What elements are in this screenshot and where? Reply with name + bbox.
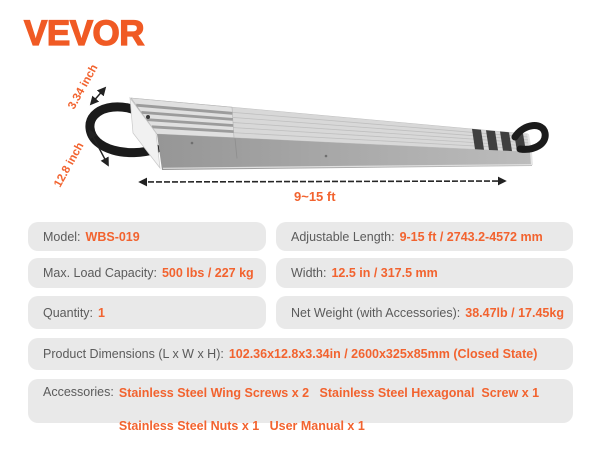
rivet — [324, 154, 328, 158]
spec-label: Quantity: — [43, 305, 94, 320]
brand-logo: VEVOR — [23, 13, 145, 53]
width-dimension-label: 12.8 inch — [52, 141, 86, 190]
length-dimension-label: 9~15 ft — [294, 189, 336, 204]
spec-label: Net Weight (with Accessories): — [291, 305, 461, 320]
spec-value: 12.5 in / 317.5 mm — [331, 266, 438, 280]
spec-value: WBS-019 — [85, 229, 140, 244]
spec-value: 102.36x12.8x3.34in / 2600x325x85mm (Clos… — [228, 347, 538, 361]
sleeve-seam — [234, 138, 238, 159]
spec-label: Model: — [43, 229, 81, 244]
spec-value: 1 — [98, 305, 105, 320]
spec-accessories: Accessories: Stainless Steel Wing Screws… — [28, 379, 573, 433]
spec-adjustable-length: Adjustable Length: 9-15 ft / 2743.2-4572… — [276, 222, 573, 251]
spec-label: Product Dimensions (L x W x H): — [43, 347, 224, 361]
spec-product-dimensions: Product Dimensions (L x W x H): 102.36x1… — [28, 338, 573, 370]
spec-value: 38.47lb / 17.45kg — [465, 305, 564, 320]
height-dimension-label: 3.34 inch — [66, 63, 100, 112]
spec-net-weight: Net Weight (with Accessories): 38.47lb /… — [276, 296, 573, 329]
right-strap — [511, 122, 549, 153]
spec-max-load-capacity: Max. Load Capacity: 500 lbs / 227 kg — [28, 258, 266, 288]
product-illustration: 3.34 inch 12.8 inch 9~15 ft — [52, 63, 549, 204]
spec-label: Accessories: — [43, 385, 114, 399]
plank-front-face — [157, 134, 532, 170]
spec-model: Model: WBS-019 — [28, 222, 266, 251]
spec-value: 9-15 ft / 2743.2-4572 mm — [399, 229, 543, 244]
spec-label: Width: — [291, 266, 327, 280]
sleeve-channels — [136, 103, 234, 133]
spec-value: Stainless Steel Wing Screws x 2 Stainles… — [119, 385, 539, 435]
spec-label: Adjustable Length: — [291, 229, 395, 244]
spec-quantity: Quantity: 1 — [28, 296, 266, 329]
strap-rivet — [146, 115, 150, 119]
spec-value: 500 lbs / 227 kg — [161, 266, 254, 280]
accessories-line-2: Stainless Steel Nuts x 1 User Manual x 1 — [118, 419, 365, 433]
height-dimension-arrow — [89, 86, 107, 106]
length-dimension-arrow — [138, 176, 507, 187]
width-dimension-arrow — [89, 129, 109, 167]
spec-width: Width: 12.5 in / 317.5 mm — [276, 258, 573, 288]
front-face-lip — [162, 164, 532, 169]
left-end-cap — [129, 96, 161, 170]
rivet — [190, 141, 194, 145]
spec-label: Max. Load Capacity: — [43, 266, 157, 280]
left-strap — [85, 102, 161, 158]
accessories-line-1: Stainless Steel Wing Screws x 2 Stainles… — [118, 386, 540, 400]
